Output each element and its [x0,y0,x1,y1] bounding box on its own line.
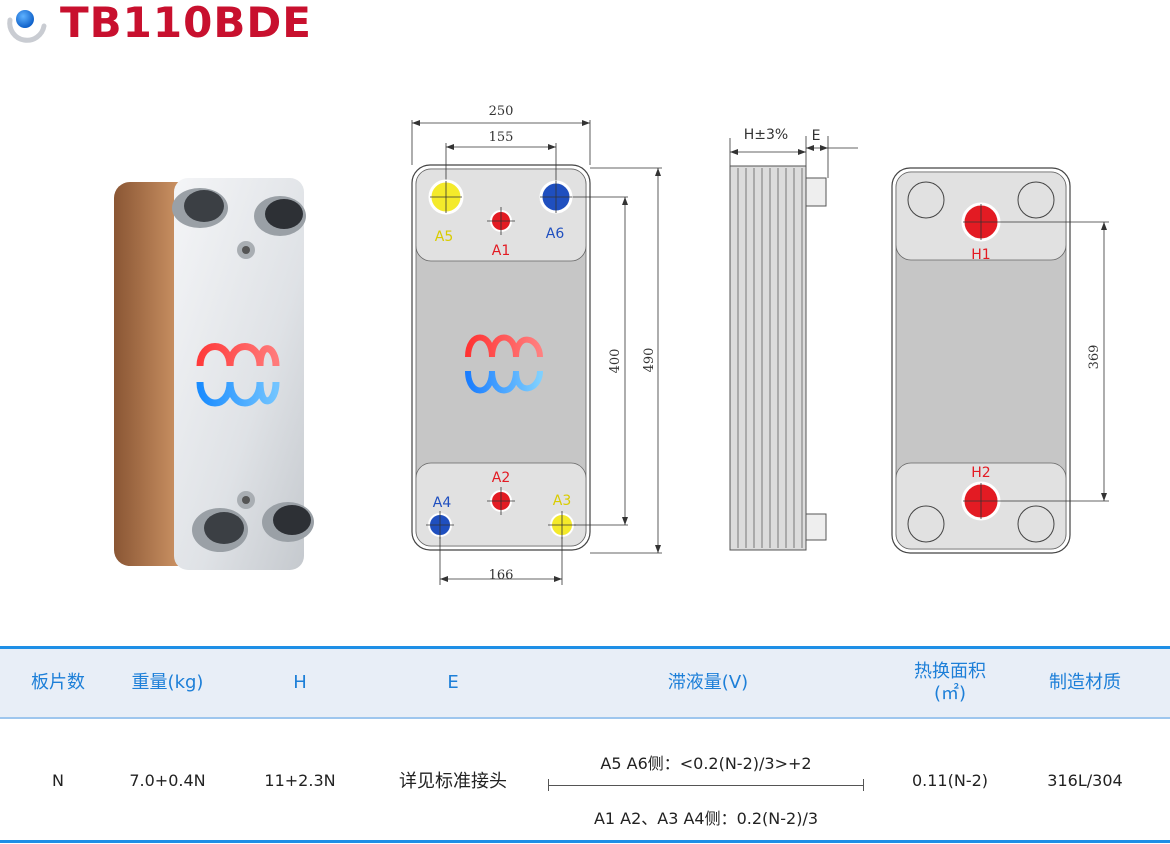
label-a5: A5 [435,229,453,245]
side-h-label: H±3% [744,127,788,143]
title-bar: TB110BDE [4,0,312,46]
label-a6: A6 [546,226,565,242]
dim-width-155: 155 [489,130,514,145]
brand-logo-icon [196,343,280,407]
port-a2 [487,487,515,515]
label-a3: A3 [553,493,571,509]
dim-height-400: 400 [608,349,623,374]
label-h1: H1 [971,247,990,263]
header-plates: 板片数 [31,672,85,693]
label-a4: A4 [433,495,452,511]
header-area: 热换面积 (㎡) [880,649,1020,717]
header-weight: 重量(kg) [131,672,204,693]
title-bullet-icon [7,10,47,43]
port-a5 [428,179,464,215]
page-title: TB110BDE [60,0,312,47]
front-view-drawing: 250 155 166 490 400 A5 A6 A1 A2 A4 A3 [411,104,662,585]
cell-volume-top: A5 A6侧：<0.2(N-2)/3>+2 [600,754,812,773]
product-photo [114,178,314,570]
header-material: 制造材质 [1049,672,1121,693]
header-area-line1: 热换面积 [914,661,986,682]
side-e-label: E [812,128,821,144]
dim-height-490: 490 [642,348,657,373]
header-volume: 滞液量(V) [667,672,749,693]
volume-divider-cap-left [548,779,549,791]
volume-divider [548,785,864,786]
port-a6 [539,180,573,214]
dim-width-250: 250 [489,104,514,119]
label-a2: A2 [492,470,510,486]
cell-plates: N [52,770,64,790]
cell-e: 详见标准接头 [399,771,507,792]
table-top-rule [0,646,1170,649]
cell-weight: 7.0+0.4N [129,770,206,790]
volume-divider-cap-right [863,779,864,791]
header-e: E [447,672,459,693]
port-h2 [961,481,1001,521]
cell-area: 0.11(N-2) [911,770,989,790]
dim-width-166: 166 [489,568,514,583]
cell-h: 11+2.3N [264,770,336,790]
back-view-drawing: H1 H2 369 [891,167,1109,554]
cell-material: 316L/304 [1047,770,1123,790]
port-a3 [548,511,576,539]
header-area-line2: (㎡) [933,683,967,704]
label-h2: H2 [971,465,990,481]
label-a1: A1 [492,243,510,259]
port-a1 [487,207,515,235]
cell-volume-bottom: A1 A2、A3 A4侧：0.2(N-2)/3 [593,809,819,828]
table-header-rule [0,717,1170,719]
table-bottom-rule [0,840,1170,843]
header-h: H [293,672,307,693]
brand-logo-icon [465,334,543,394]
side-view-drawing: H±3% E [729,127,858,551]
port-a4 [426,511,454,539]
port-h1 [961,202,1001,242]
table-header-background [0,649,1170,717]
dim-height-369: 369 [1087,345,1102,370]
